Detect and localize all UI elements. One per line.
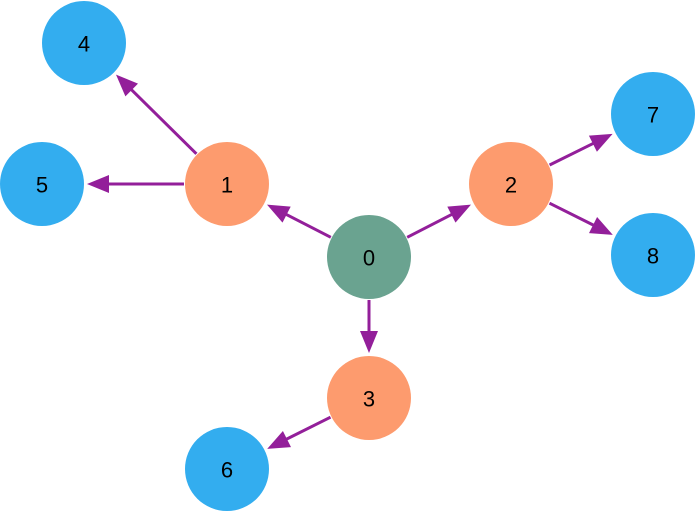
node-4: 4 xyxy=(42,1,126,85)
node-circle xyxy=(611,213,695,297)
edge-line xyxy=(548,141,596,167)
arrowhead-icon xyxy=(360,331,378,353)
node-3: 3 xyxy=(327,356,411,440)
edge-line xyxy=(129,87,198,155)
node-0: 0 xyxy=(327,215,411,299)
node-circle xyxy=(327,215,411,299)
edge-line xyxy=(284,212,332,239)
node-8: 8 xyxy=(611,213,695,297)
node-2: 2 xyxy=(469,142,553,226)
node-7: 7 xyxy=(611,72,695,156)
node-label: 7 xyxy=(647,103,659,128)
arrowhead-icon xyxy=(267,204,291,223)
arrowhead-icon xyxy=(116,74,138,97)
edge-2-to-7 xyxy=(548,133,613,167)
arrowhead-icon xyxy=(447,204,471,223)
node-label: 0 xyxy=(363,246,375,271)
node-label: 6 xyxy=(221,458,233,483)
node-circle xyxy=(611,72,695,156)
node-circle xyxy=(469,142,553,226)
edge-0-to-1 xyxy=(267,204,332,239)
edge-0-to-3 xyxy=(360,300,378,353)
node-label: 3 xyxy=(363,387,375,412)
edge-1-to-5 xyxy=(87,175,184,193)
node-5: 5 xyxy=(0,142,84,226)
node-label: 8 xyxy=(647,244,659,269)
node-1: 1 xyxy=(185,142,269,226)
node-6: 6 xyxy=(185,427,269,511)
edge-1-to-4 xyxy=(116,74,198,155)
arrowhead-icon xyxy=(87,175,109,193)
node-circle xyxy=(185,142,269,226)
arrowhead-icon xyxy=(588,133,613,152)
edge-line xyxy=(406,212,454,239)
arrowhead-icon xyxy=(267,431,291,449)
node-circle xyxy=(0,142,84,226)
node-circle xyxy=(185,427,269,511)
edges-layer xyxy=(87,74,613,449)
arrowhead-icon xyxy=(589,217,613,235)
edge-line xyxy=(548,201,596,228)
node-label: 1 xyxy=(221,173,233,198)
node-circle xyxy=(42,1,126,85)
node-label: 5 xyxy=(36,173,48,198)
edge-0-to-2 xyxy=(406,204,471,239)
node-label: 4 xyxy=(78,32,90,57)
edge-3-to-6 xyxy=(267,415,332,449)
edge-2-to-8 xyxy=(548,201,613,235)
node-label: 2 xyxy=(505,173,517,198)
edge-line xyxy=(284,415,332,442)
node-circle xyxy=(327,356,411,440)
